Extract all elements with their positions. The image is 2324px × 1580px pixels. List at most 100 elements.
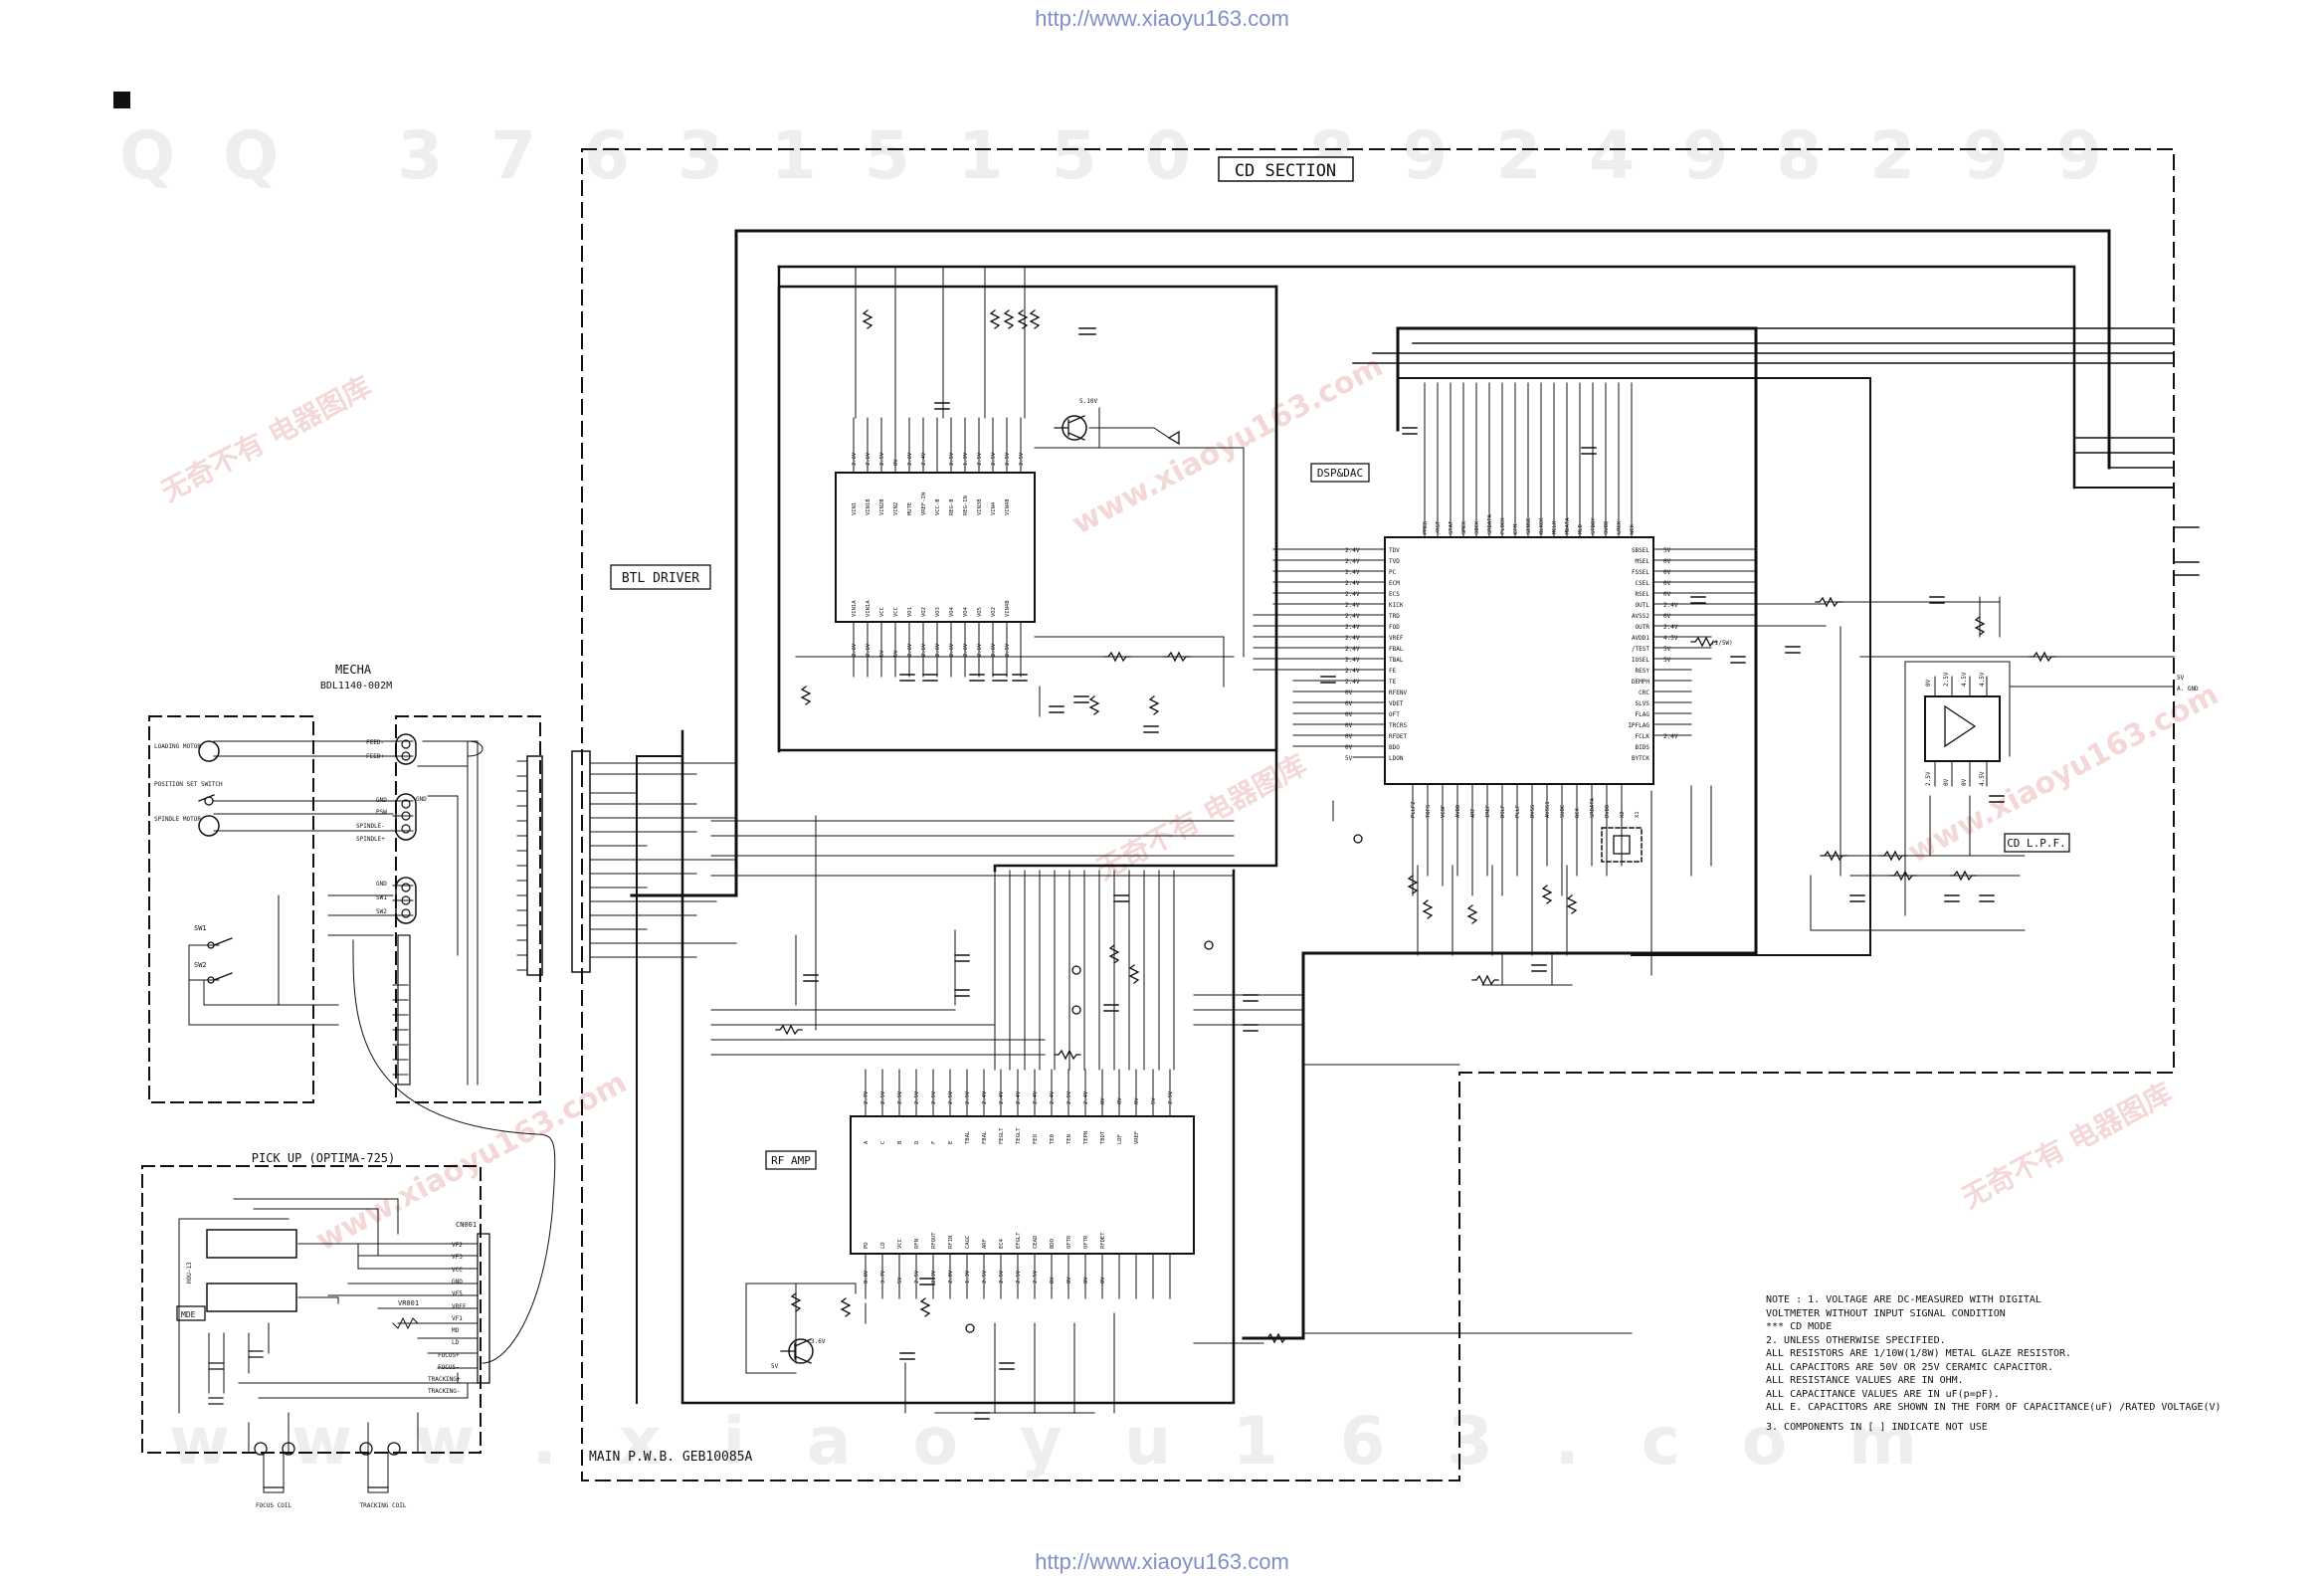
rf-top-pin: FBAL [982, 1130, 988, 1144]
dsp-right-pin: IPFLAG [1628, 722, 1649, 729]
rf-top-voltage: 2.4V [982, 1090, 988, 1104]
rf-bottom-voltage: 0V [1066, 1277, 1072, 1284]
lpf-voltage: 0V [1961, 778, 1968, 786]
rf-bottom-pin: PD [864, 1242, 870, 1249]
rf-bottom-pin: VCC [897, 1239, 903, 1249]
svg-text:VCC: VCC [452, 1267, 463, 1274]
svg-text:VF5: VF5 [452, 1290, 463, 1297]
pickup-vr-label: VR001 [398, 1299, 419, 1307]
btl-top-pin: VIN1 [852, 502, 858, 515]
dsp-left-voltage: 0V [1345, 733, 1353, 740]
mecha-pin-gnd-2: GND [376, 797, 387, 804]
dsp-bottom-pin: BCK [1575, 807, 1581, 818]
lpf-voltage: 0V [1943, 778, 1950, 786]
dsp-right-voltage: 4.5V [1663, 635, 1678, 642]
btl-top-pin: VIN4B [1005, 498, 1011, 515]
rf-bottom-pin: RFN [914, 1239, 920, 1249]
rf-top-pin: TBDT [1100, 1130, 1106, 1144]
dsp-bottom-pin: X2 [1620, 811, 1626, 818]
dsp-bottom-pin: ARF [1470, 808, 1476, 818]
dsp-left-pin: TDV [1389, 547, 1400, 554]
rf-top-pin: E [948, 1141, 954, 1144]
rf-bottom-pin: CEAD [1033, 1236, 1039, 1249]
dsp-right-voltage: 0V [1663, 558, 1671, 565]
btl-bottom-pin: VCC [879, 607, 885, 617]
dsp-left-pin: BDO [1389, 744, 1400, 751]
dsp-right-pin: CSEL [1636, 580, 1650, 587]
btl-top-voltage: 2.5V [1019, 452, 1025, 466]
svg-text:VF2: VF2 [452, 1242, 463, 1249]
dsp-right-pin: SLVS [1636, 700, 1650, 707]
dsp-left-voltage: 2.4V [1345, 558, 1360, 565]
dsp-right-voltage: 0V [1663, 591, 1671, 598]
svg-text:LD: LD [452, 1339, 460, 1346]
dsp-left-voltage: 0V [1345, 711, 1353, 718]
dsp-left-pin: TRD [1389, 613, 1400, 620]
dsp-right-pin: AVDD1 [1632, 635, 1649, 642]
rf-amp-label: RF AMP [765, 1150, 817, 1170]
dsp-top-pin: BLKCK [1539, 517, 1545, 534]
btl-bottom-pin: VO2 [991, 607, 997, 617]
btl-bottom-voltage: 2.6V [977, 643, 983, 657]
rf-top-voltage: 2.5V [1066, 1090, 1072, 1104]
dsp-right-voltage: 2.4V [1663, 624, 1678, 631]
btl-bottom-pin: VIN1A [866, 600, 872, 617]
btl-top-voltage: 2.5V [977, 452, 983, 466]
rf-bottom-pin: RFDET [1100, 1232, 1106, 1249]
btl-top-pin: REG-B [949, 498, 955, 515]
btl-bottom-voltage: 2.6V [852, 643, 858, 657]
btl-top-voltage: 2.5V [949, 452, 955, 466]
btl-bottom-voltage: 2.6V [866, 643, 872, 657]
footer-url[interactable]: http://www.xiaoyu163.com [1035, 1549, 1289, 1574]
rf-bottom-pin: RFIN [948, 1236, 954, 1249]
dsp-left-pin: FE [1389, 668, 1397, 675]
dsp-top-pin: STDBY [1591, 517, 1597, 534]
mecha-item-loading: LOADING MOTOR [154, 743, 201, 750]
pickup-pins: VF2 VF3 VCC GND VF5 VREF VF1 MD LD FOCUS… [428, 1242, 467, 1395]
misc-label-1: 5.10V [1079, 398, 1097, 405]
rf-bottom-voltage: 2.5V [982, 1270, 988, 1284]
rf-bottom-voltage: 5V [897, 1277, 903, 1284]
cd-section-boundary [581, 148, 2175, 1481]
btl-top-voltage: 2.6V [852, 452, 858, 466]
rf-bottom-voltage: 3.7V [880, 1270, 886, 1284]
svg-text:MD: MD [452, 1327, 460, 1334]
btl-top-voltage: 2.5V [991, 452, 997, 466]
rf-top-pin: B [897, 1140, 903, 1144]
rf-top-pin: C [880, 1141, 886, 1144]
dsp-top-pin: STAT [1449, 520, 1454, 534]
rf-top-pin: D [914, 1141, 920, 1144]
rf-bottom-pin: ARF [982, 1239, 988, 1249]
btl-frame [777, 285, 1278, 752]
dsp-right-pin: SBSEL [1632, 547, 1649, 554]
rf-top-voltage: 2.5V [931, 1090, 937, 1104]
rf-top-pin: TEPN [1083, 1131, 1089, 1144]
dsp-right-pin: RSEL [1636, 591, 1650, 598]
misc-label-3: 5V [771, 1363, 779, 1370]
rf-bottom-pin: BDO [1050, 1239, 1056, 1249]
dsp-left-pin: LDON [1389, 755, 1404, 762]
rf-bottom-voltage: 2.0V [948, 1270, 954, 1284]
dsp-right-voltage: 5V [1663, 657, 1671, 664]
dsp-bottom-pin: AVDD [1455, 805, 1461, 818]
dsp-top-pin: /RST [1436, 520, 1442, 534]
btl-top-voltage: 2.5V [879, 452, 885, 466]
btl-top-voltage: 2.6V [907, 452, 913, 466]
btl-top-pin: VIN2B [879, 498, 885, 515]
pickup-title: PICK UP (OPTIMA-725) [252, 1151, 396, 1165]
section-title: CD SECTION [1218, 156, 1354, 182]
notes: NOTE : 1. VOLTAGE ARE DC-MEASURED WITH D… [1766, 1293, 2303, 1434]
rf-top-pin: TBAL [965, 1130, 971, 1144]
btl-top-pin: VIN2 [893, 502, 899, 515]
dsp-left-voltage: 2.4V [1345, 547, 1360, 554]
header-url[interactable]: http://www.xiaoyu163.com [1035, 6, 1289, 31]
dsp-left-voltage: 2.4V [1345, 646, 1360, 653]
dsp-bottom-pin: SUBC [1560, 805, 1566, 818]
dsp-ic [1384, 536, 1654, 785]
dsp-left-pin: RFDET [1389, 733, 1407, 740]
dsp-left-pin: FOD [1389, 624, 1400, 631]
